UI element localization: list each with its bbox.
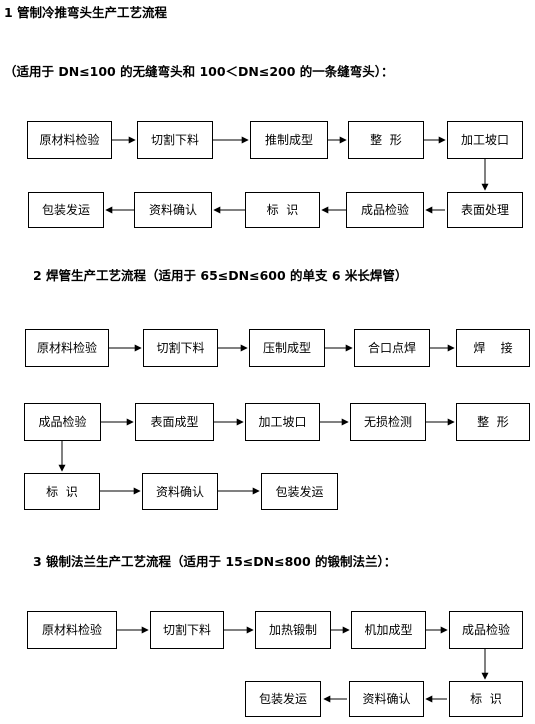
flow2-title: 2 焊管生产工艺流程（适用于 65≤DN≤600 的单支 6 米长焊管） bbox=[33, 268, 408, 283]
flow1-step-packing-shipping: 包装发运 bbox=[28, 192, 104, 228]
flow2-step-welding: 焊 接 bbox=[456, 329, 530, 367]
flow2-step-nondestructive-testing: 无损检测 bbox=[350, 403, 426, 441]
flow2-step-final-inspection: 成品检验 bbox=[24, 403, 101, 441]
flow1-step-surface-treatment: 表面处理 bbox=[447, 192, 523, 228]
flow1-title: 1 管制冷推弯头生产工艺流程 bbox=[4, 5, 168, 20]
flow1-step-shaping: 整 形 bbox=[348, 121, 424, 159]
flow2-step-raw-material-inspection: 原材料检验 bbox=[25, 329, 109, 367]
flow2-step-shaping: 整 形 bbox=[456, 403, 530, 441]
flow1-step-cutting: 切割下料 bbox=[137, 121, 213, 159]
flow2-step-surface-forming: 表面成型 bbox=[135, 403, 214, 441]
flow2-step-press-forming: 压制成型 bbox=[249, 329, 325, 367]
flow2-step-beveling: 加工坡口 bbox=[245, 403, 320, 441]
flow3-step-packing-shipping: 包装发运 bbox=[245, 681, 321, 717]
flow2-step-tack-welding: 合口点焊 bbox=[354, 329, 430, 367]
flow1-step-beveling: 加工坡口 bbox=[447, 121, 523, 159]
flow1-step-final-inspection: 成品检验 bbox=[346, 192, 424, 228]
flow2-step-marking: 标 识 bbox=[24, 473, 100, 510]
flow1-step-document-confirmation: 资料确认 bbox=[134, 192, 212, 228]
flow2-step-packing-shipping: 包装发运 bbox=[261, 473, 338, 510]
flow3-step-raw-material-inspection: 原材料检验 bbox=[27, 611, 117, 649]
flow2-step-document-confirmation: 资料确认 bbox=[142, 473, 218, 510]
flow3-step-machining: 机加成型 bbox=[351, 611, 426, 649]
flow1-step-push-forming: 推制成型 bbox=[250, 121, 328, 159]
flow1-step-marking: 标 识 bbox=[245, 192, 320, 228]
flow3-step-final-inspection: 成品检验 bbox=[449, 611, 523, 649]
flow3-step-hot-forging: 加热锻制 bbox=[255, 611, 331, 649]
flow3-title: 3 锻制法兰生产工艺流程（适用于 15≤DN≤800 的锻制法兰）： bbox=[33, 554, 397, 569]
flow3-step-marking: 标 识 bbox=[449, 681, 523, 717]
flow3-step-cutting: 切割下料 bbox=[150, 611, 224, 649]
flow2-step-cutting: 切割下料 bbox=[143, 329, 218, 367]
flow1-step-raw-material-inspection: 原材料检验 bbox=[27, 121, 112, 159]
flow1-subtitle: （适用于 DN≤100 的无缝弯头和 100＜DN≤200 的一条缝弯头）： bbox=[4, 64, 394, 79]
flow3-step-document-confirmation: 资料确认 bbox=[349, 681, 424, 717]
